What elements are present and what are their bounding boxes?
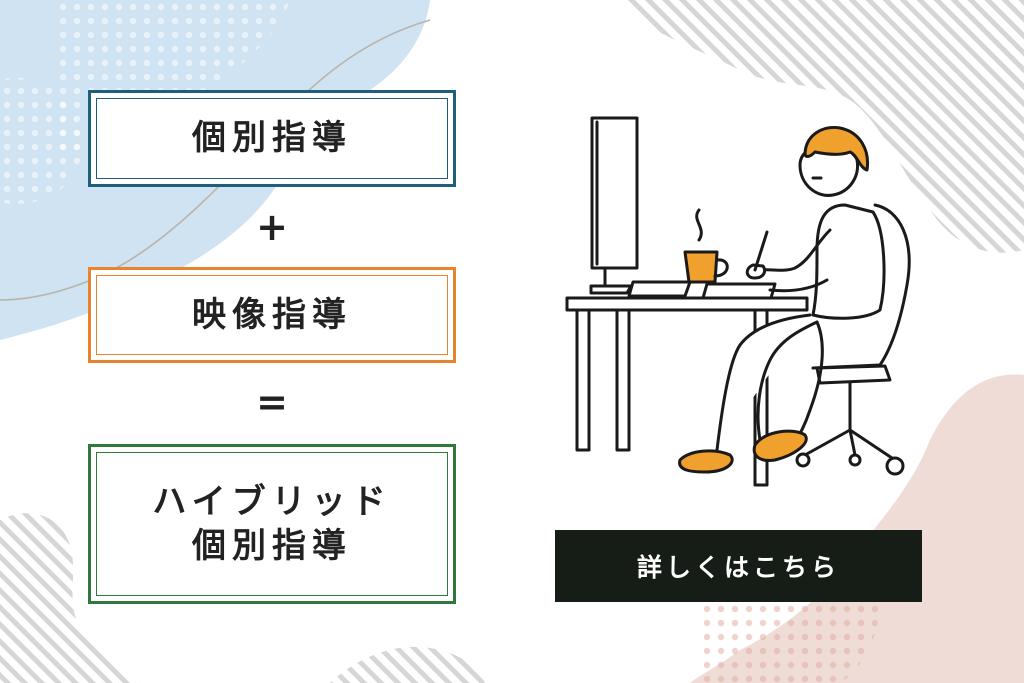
plus-sign: + [256, 205, 288, 249]
equals-sign: = [256, 380, 288, 424]
box-inner-frame: 個別指導 [96, 98, 448, 179]
stripe-pattern-top-right [620, 0, 1024, 253]
stripe-pattern-bottom-left [0, 513, 140, 683]
hybrid-label-line1: ハイブリッド [152, 481, 392, 522]
video-tutoring-box: 映像指導 [88, 267, 456, 363]
hybrid-label-line2: 個別指導 [192, 526, 352, 566]
person-at-desk-icon [565, 116, 911, 487]
stripe-pattern-bottom-center [330, 646, 485, 683]
individual-tutoring-label: 個別指導 [192, 118, 352, 159]
box-inner-frame: ハイブリッド 個別指導 [96, 452, 448, 596]
video-tutoring-label: 映像指導 [192, 294, 352, 335]
individual-tutoring-box: 個別指導 [88, 90, 456, 187]
hybrid-tutoring-box: ハイブリッド 個別指導 [88, 444, 456, 604]
box-inner-frame: 映像指導 [96, 275, 448, 355]
details-button[interactable]: 詳しくはこちら [555, 530, 922, 602]
